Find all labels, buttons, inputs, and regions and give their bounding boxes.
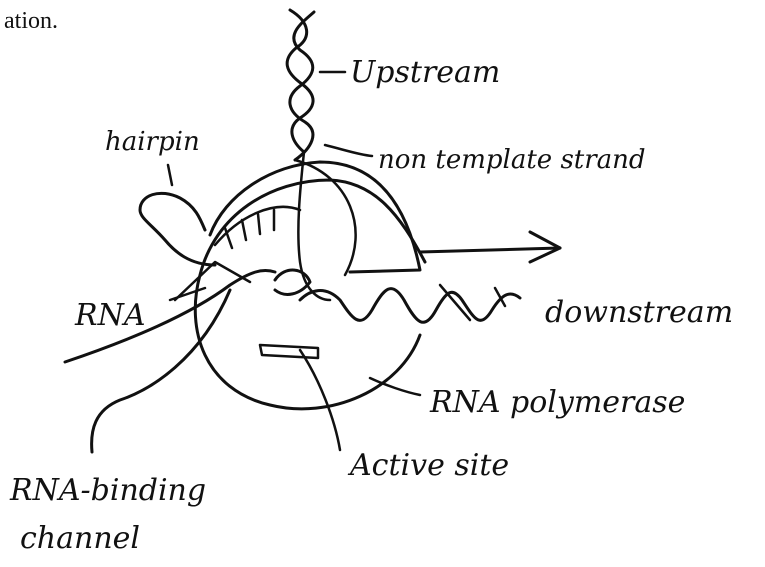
downstream-dna [300, 289, 520, 323]
label-downstream: downstream [545, 295, 733, 330]
direction-arrow [420, 232, 560, 262]
rna-polymerase-body [195, 180, 425, 409]
active-site-pointer [300, 350, 340, 450]
hairpin-loop [140, 193, 215, 265]
label-rna-binding-line2: channel [20, 521, 140, 556]
label-upstream: Upstream [350, 55, 500, 90]
active-site-bar [260, 345, 318, 358]
label-active-site: Active site [347, 448, 509, 483]
header-fragment: ation. [4, 8, 58, 34]
template-strand [295, 160, 356, 275]
label-rna-polymerase: RNA polymerase [429, 385, 685, 420]
label-rna-binding-line1: RNA-binding [9, 473, 206, 508]
label-hairpin: hairpin [105, 127, 200, 157]
hairpin-pointer [168, 165, 172, 185]
upstream-dna-helix [287, 10, 314, 160]
polymerase-clamp [210, 162, 420, 272]
label-non-template-strand: non template strand [378, 145, 646, 175]
non-template-pointer [325, 145, 372, 156]
label-rna: RNA [74, 298, 146, 333]
